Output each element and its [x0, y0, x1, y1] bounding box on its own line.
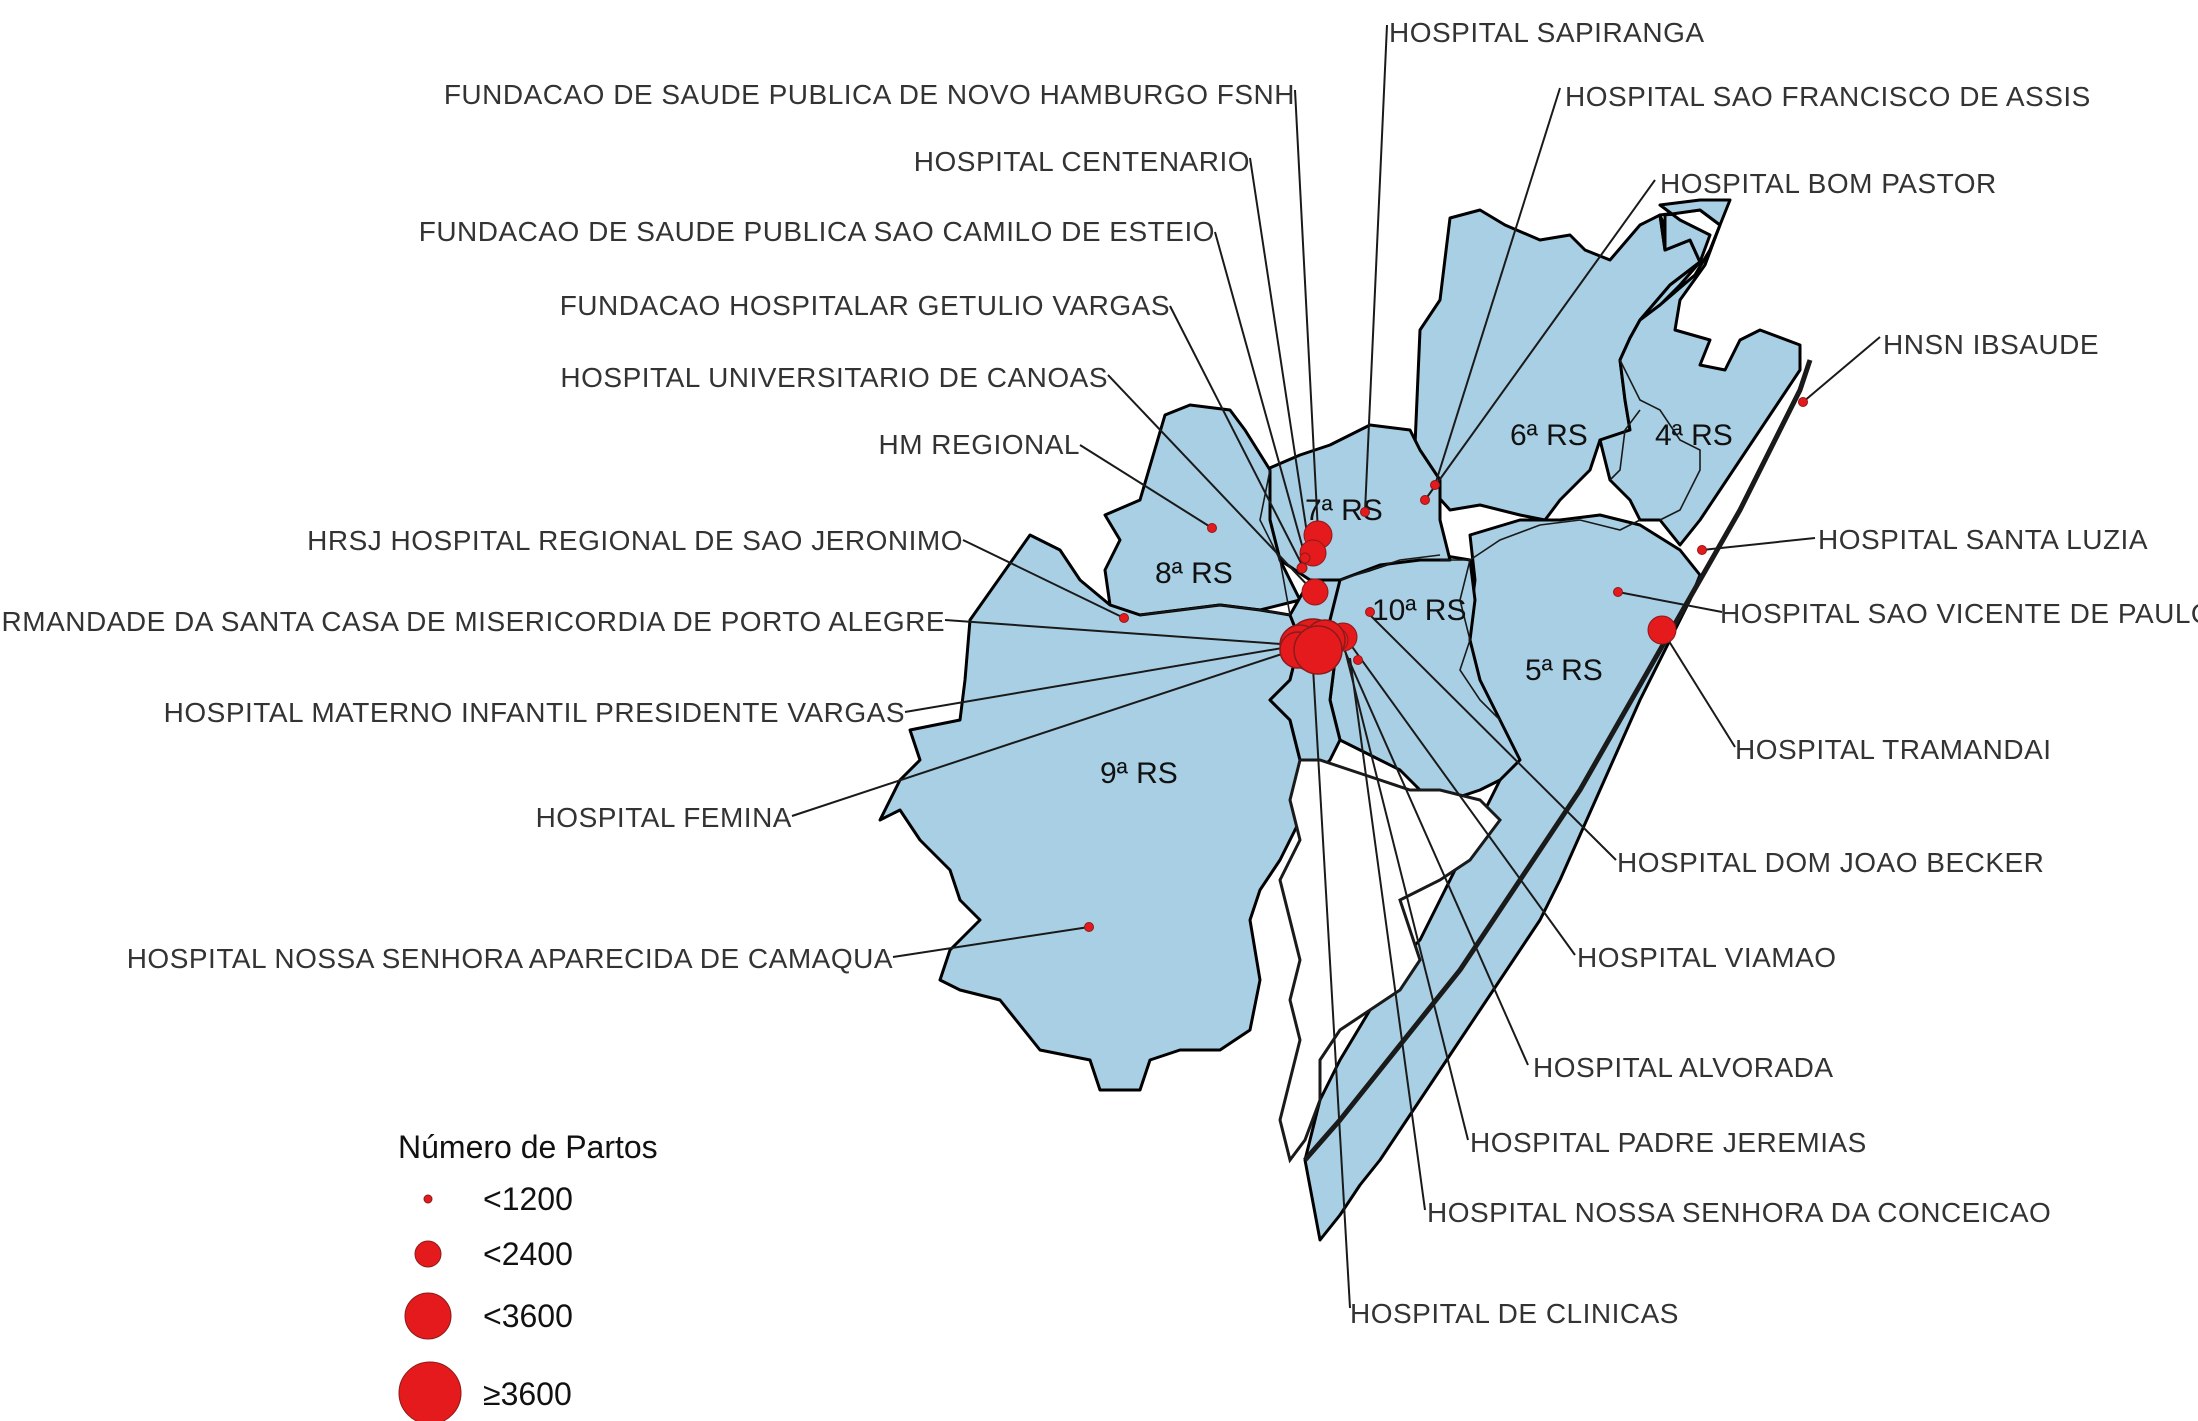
hospital-markers [1084, 397, 1808, 932]
legend-marker-ge3600 [398, 1361, 462, 1421]
label-hospital-sapiranga: HOSPITAL SAPIRANGA [1389, 17, 1705, 48]
marker-getulio-vargas[interactable] [1296, 562, 1308, 574]
region-9-shape [878, 533, 1322, 1092]
label-getulio-vargas: FUNDACAO HOSPITALAR GETULIO VARGAS [560, 290, 1170, 321]
legend-label-ge3600: ≥3600 [483, 1376, 572, 1412]
region-label-10: 10ª RS [1372, 594, 1466, 627]
label-hospital-bom-pastor: HOSPITAL BOM PASTOR [1660, 168, 1997, 199]
label-hospital-centenario: HOSPITAL CENTENARIO [914, 146, 1250, 177]
legend-label-lt2400: <2400 [483, 1236, 573, 1272]
marker-hnsn-ibsaude[interactable] [1798, 397, 1808, 407]
regions-layer [878, 198, 1802, 1242]
label-hospital-de-clinicas: HOSPITAL DE CLINICAS [1350, 1298, 1679, 1329]
label-universitario-canoas: HOSPITAL UNIVERSITARIO DE CANOAS [560, 362, 1108, 393]
legend-label-lt3600: <3600 [483, 1298, 573, 1334]
region-label-4: 4ª RS [1655, 419, 1733, 452]
label-hnsn-ibsaude: HNSN IBSAUDE [1883, 329, 2099, 360]
marker-hm-regional[interactable] [1207, 523, 1217, 533]
label-sao-vicente-de-paulo: HOSPITAL SAO VICENTE DE PAULO [1720, 598, 2198, 629]
label-conceicao: HOSPITAL NOSSA SENHORA DA CONCEICAO [1427, 1197, 2051, 1228]
label-dom-joao-becker: HOSPITAL DOM JOAO BECKER [1617, 847, 2044, 878]
label-fsnh: FUNDACAO DE SAUDE PUBLICA DE NOVO HAMBUR… [444, 79, 1295, 110]
marker-hospital-sapiranga[interactable] [1360, 507, 1370, 517]
legend-marker-lt2400 [414, 1240, 442, 1268]
label-materno-infantil: HOSPITAL MATERNO INFANTIL PRESIDENTE VAR… [164, 697, 905, 728]
marker-hospital-bom-pastor[interactable] [1420, 495, 1430, 505]
marker-hrsj[interactable] [1119, 613, 1129, 623]
marker-hospital-sao-francisco-de-assis[interactable] [1430, 480, 1440, 490]
region-8-shape [1103, 403, 1302, 617]
hospital-labels: HOSPITAL SAPIRANGA FUNDACAO DE SAUDE PUB… [0, 17, 2198, 1329]
label-viamao: HOSPITAL VIAMAO [1577, 942, 1837, 973]
marker-tramandai[interactable] [1647, 615, 1677, 645]
label-camaqua: HOSPITAL NOSSA SENHORA APARECIDA DE CAMA… [127, 943, 893, 974]
region-label-5: 5ª RS [1525, 654, 1603, 687]
legend-marker-lt3600 [404, 1292, 452, 1340]
legend-marker-lt1200 [423, 1194, 433, 1204]
label-sao-camilo-esteio: FUNDACAO DE SAUDE PUBLICA SAO CAMILO DE … [419, 216, 1215, 247]
lagoon [1278, 758, 1502, 1164]
leader-lines [791, 24, 1881, 1309]
region-label-8: 8ª RS [1155, 557, 1233, 590]
marker-dom-joao-becker[interactable] [1365, 607, 1375, 617]
marker-sao-vicente-de-paulo[interactable] [1613, 587, 1623, 597]
marker-sao-camilo-esteio[interactable] [1299, 552, 1311, 564]
label-alvorada: HOSPITAL ALVORADA [1533, 1052, 1834, 1083]
marker-camaqua[interactable] [1084, 922, 1094, 932]
label-padre-jeremias: HOSPITAL PADRE JEREMIAS [1470, 1127, 1867, 1158]
marker-hospital-de-clinicas[interactable] [1293, 625, 1343, 675]
internal-borders [1139, 359, 1701, 721]
label-santa-luzia: HOSPITAL SANTA LUZIA [1818, 524, 2148, 555]
marker-santa-luzia[interactable] [1697, 545, 1707, 555]
marker-viamao[interactable] [1353, 655, 1363, 665]
label-santa-casa: IRMANDADE DA SANTA CASA DE MISERICORDIA … [0, 606, 945, 637]
label-tramandai: HOSPITAL TRAMANDAI [1735, 734, 2052, 765]
region-label-6: 6ª RS [1510, 419, 1588, 452]
marker-universitario-canoas[interactable] [1301, 578, 1329, 606]
legend: Número de Partos <1200 <2400 <3600 ≥3600 [398, 1129, 658, 1421]
label-hm-regional: HM REGIONAL [878, 429, 1080, 460]
label-hrsj: HRSJ HOSPITAL REGIONAL DE SAO JERONIMO [307, 525, 963, 556]
coastline [1303, 359, 1813, 1162]
label-sao-francisco-de-assis: HOSPITAL SAO FRANCISCO DE ASSIS [1565, 81, 2091, 112]
legend-label-lt1200: <1200 [483, 1181, 573, 1217]
region-label-9: 9ª RS [1100, 757, 1178, 790]
label-femina: HOSPITAL FEMINA [536, 802, 792, 833]
legend-title: Número de Partos [398, 1129, 658, 1165]
